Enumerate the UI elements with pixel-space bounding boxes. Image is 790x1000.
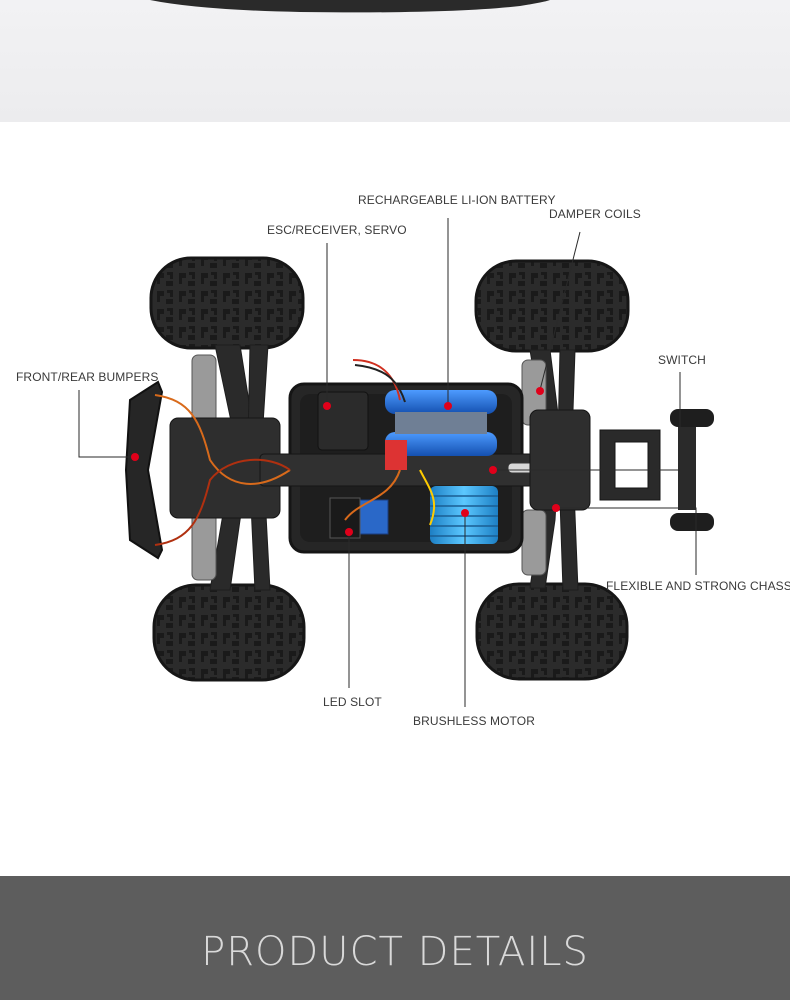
callout-markers (131, 387, 560, 536)
label-brushless-motor: BRUSHLESS MOTOR (413, 714, 535, 728)
label-bumpers: FRONT/REAR BUMPERS (16, 370, 159, 384)
top-product-band (0, 0, 790, 122)
label-battery: RECHARGEABLE LI-ION BATTERY (358, 193, 556, 207)
servo (317, 391, 369, 451)
front-bumper (124, 380, 164, 560)
rear-bumper (599, 429, 661, 501)
wheelie-wheel-top (670, 409, 714, 427)
tire-front-left (149, 256, 305, 350)
label-damper-coils: DAMPER COILS (549, 207, 641, 221)
tire-rear-right (475, 582, 629, 681)
wheelie-wheel-bottom (670, 513, 714, 531)
label-chassis: FLEXIBLE AND STRONG CHASSIS (606, 579, 790, 593)
tire-front-right (152, 583, 306, 682)
label-switch: SWITCH (658, 353, 706, 367)
rear-wheelie-bar (678, 420, 696, 510)
product-details-banner: PRODUCT DETAILS (0, 876, 790, 1000)
tire-rear-left (474, 259, 630, 353)
label-led-slot: LED SLOT (323, 695, 382, 709)
battery-pack (385, 390, 497, 470)
product-edge-image (150, 0, 550, 13)
rear-gearbox (529, 409, 591, 511)
wiring (154, 359, 436, 546)
section-title: PRODUCT DETAILS (201, 929, 589, 975)
callout-lines (78, 218, 697, 707)
rc-truck-image (78, 218, 714, 707)
label-esc-receiver: ESC/RECEIVER, SERVO (267, 223, 407, 237)
